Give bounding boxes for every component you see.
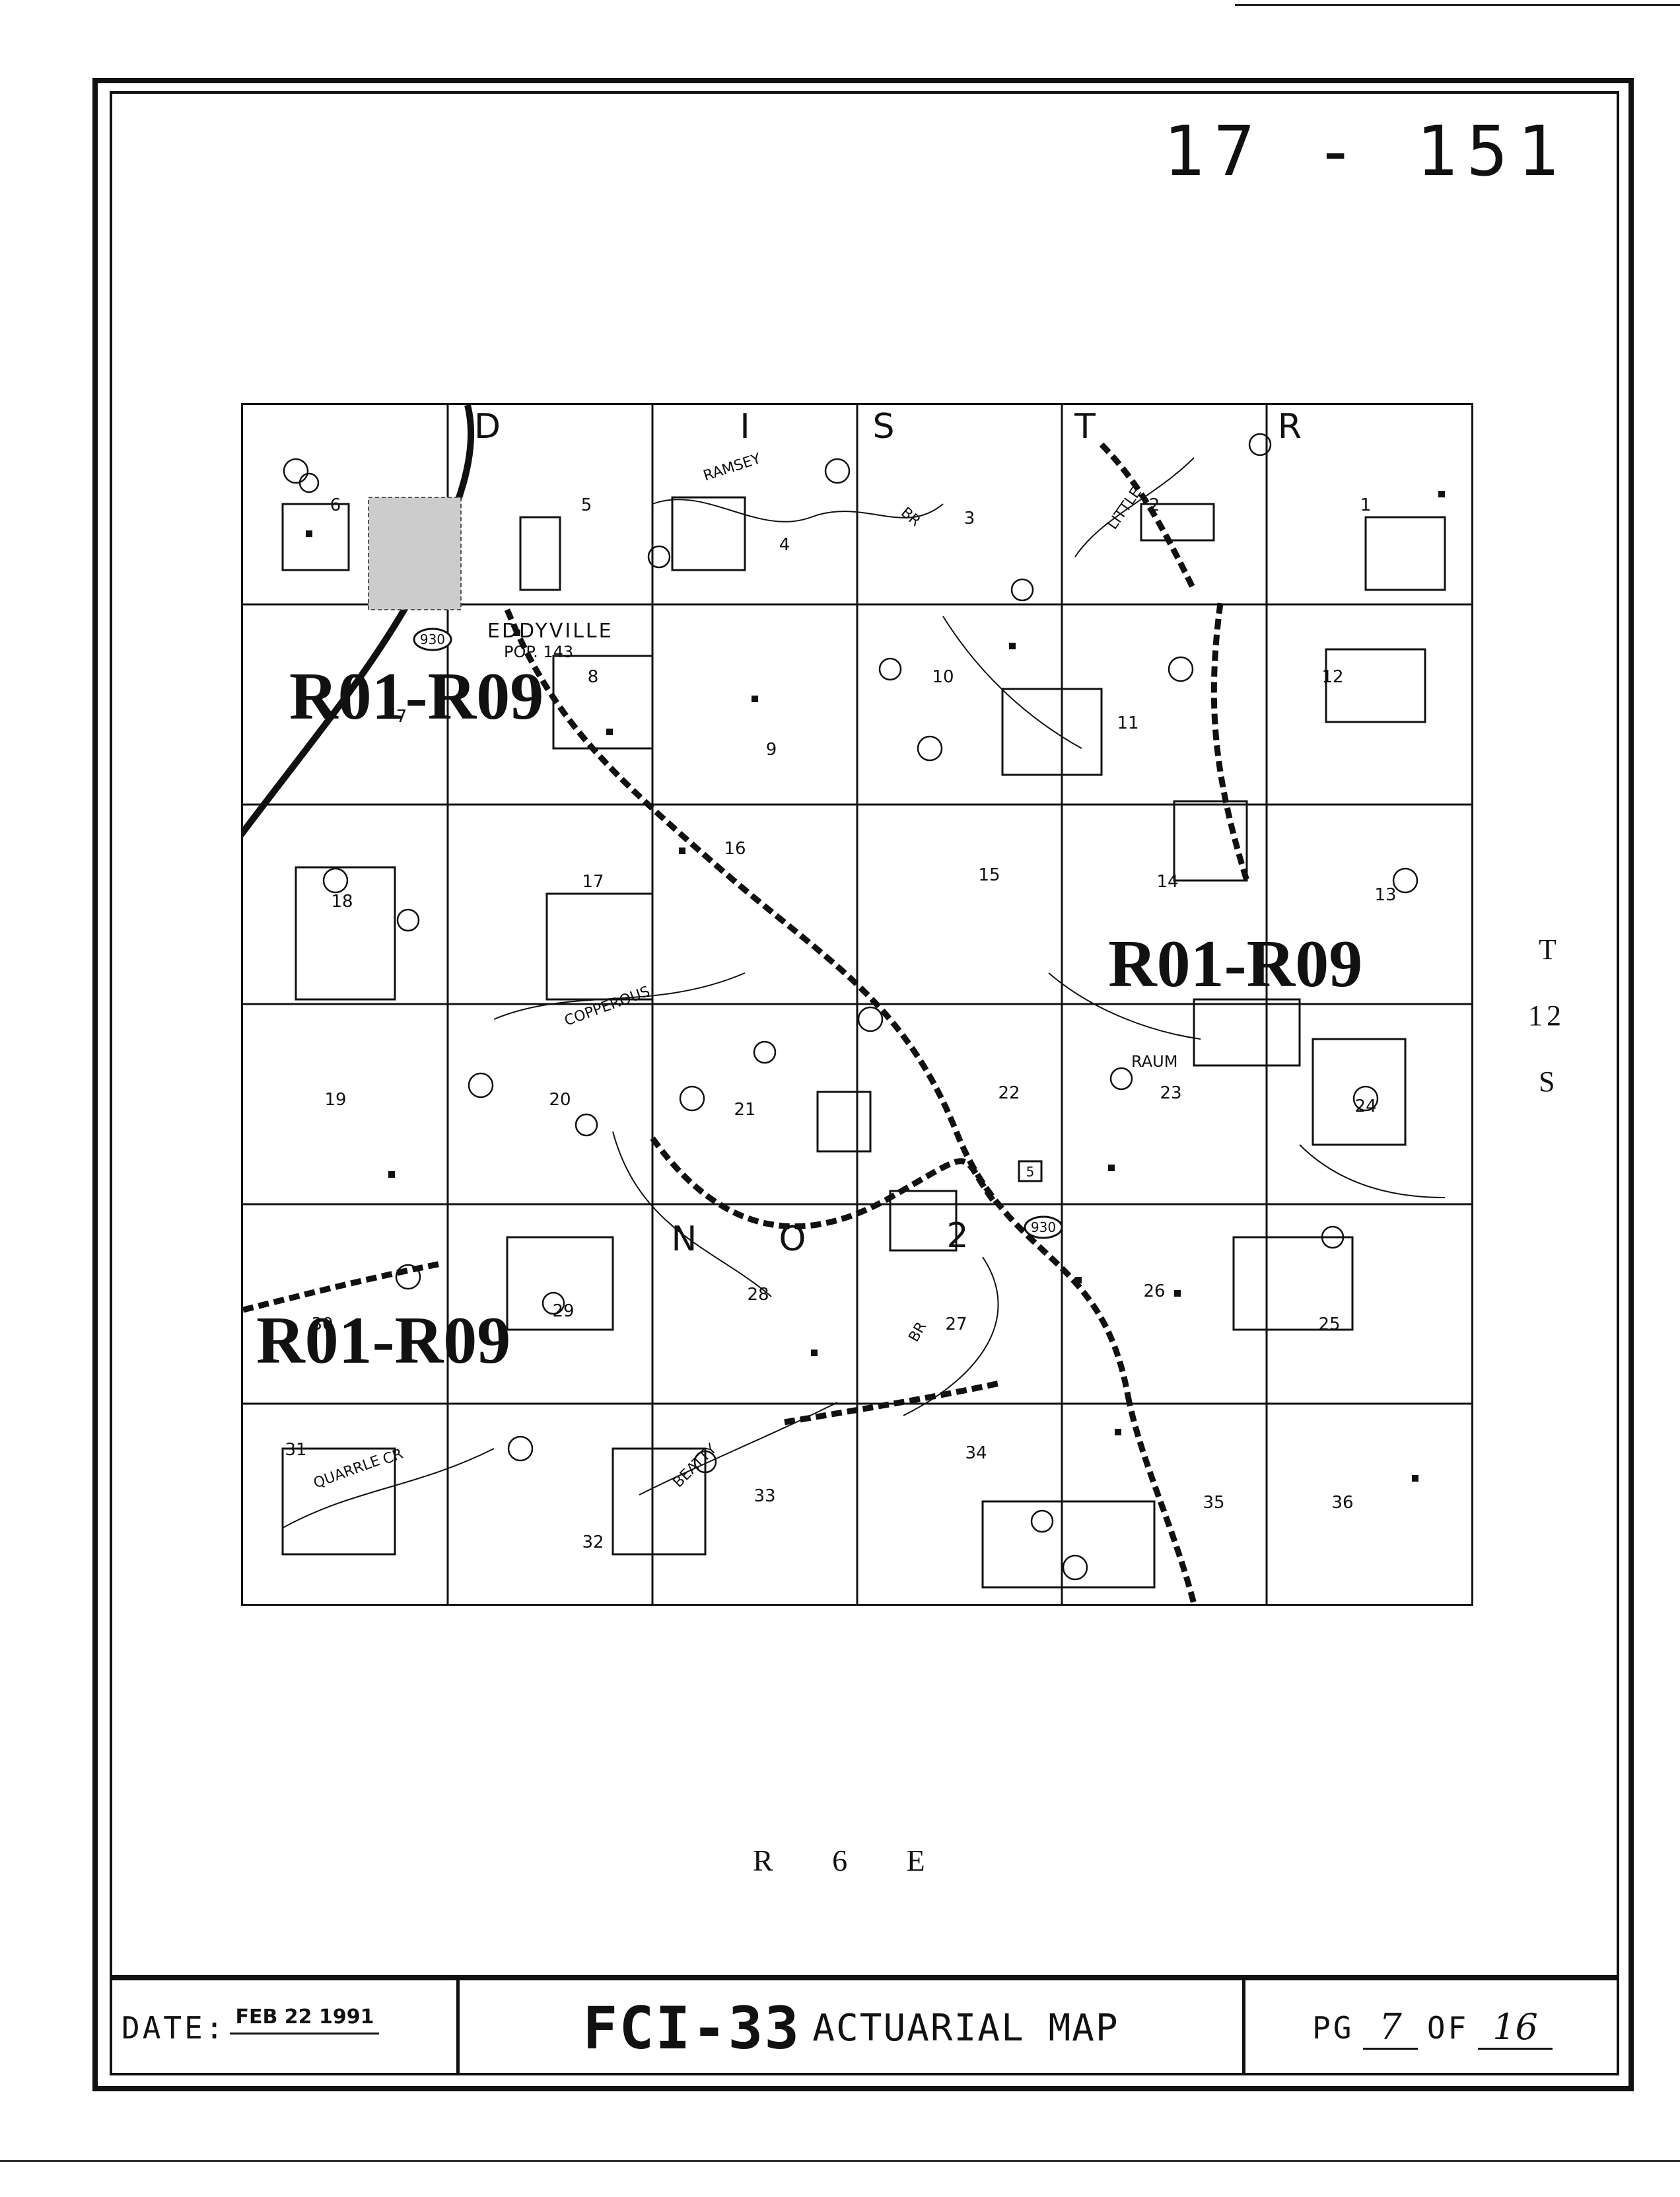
section-label-9: 9 [766,740,777,760]
roads [243,442,1250,1604]
township-map: 6 5 4 3 2 1 7 8 9 10 11 12 13 14 15 16 1… [241,403,1473,1606]
parcel-outlines [281,496,1446,1589]
sheet-number: 17 - 151 [1163,111,1568,192]
range-label: R 6 E [753,1844,928,1877]
section-label-6: 6 [330,495,341,515]
date-cell: DATE: FEB 22 1991 [110,1980,460,2075]
section-label-4: 4 [779,535,790,555]
sheet-outer-border [92,78,1634,2091]
date-label: DATE: [122,2010,227,2046]
form-title: ACTUARIAL MAP [812,2006,1119,2050]
town-eddyville-block [368,497,462,610]
township-direction: S [1539,1065,1559,1098]
water-label-br-north: BR [897,504,923,530]
section-label-8: 8 [588,667,599,687]
route-shield-930-east: 930 [1031,1219,1056,1235]
section-label-31: 31 [285,1440,306,1460]
structure-markers [306,491,1445,1482]
region-code-label-northwest: R01-R09 [289,659,543,734]
page-total: 16 [1478,2006,1553,2050]
region-code-labels: R01-R09 R01-R09 R01-R09 [256,659,1362,1378]
scan-top-edge-line [1235,4,1680,6]
place-label-raum: RAUM [1131,1052,1177,1071]
district-letters: D I S T R N O 2 [474,407,1302,1259]
water-label-ramsey: RAMSEY [701,450,763,485]
page-label: PG [1312,2010,1354,2046]
section-label-15: 15 [978,865,1000,885]
streams [282,457,1446,1529]
section-label-19: 19 [324,1090,346,1110]
section-label-20: 20 [549,1090,571,1110]
section-label-23: 23 [1160,1083,1181,1103]
sheet-inner-border [110,91,1619,2075]
section-label-30: 30 [311,1315,333,1334]
district-letter-2: 2 [946,1216,968,1256]
place-label-eddyville-population: POP. 143 [504,643,573,661]
district-letter-i: I [740,407,750,447]
section-label-21: 21 [734,1100,755,1120]
district-letter-o: O [779,1219,806,1259]
route-shields: 930 930 5 [413,628,1063,1239]
place-label-eddyville: EDDYVILLE [487,620,613,643]
township-letter: T [1539,933,1560,966]
section-label-13: 13 [1374,885,1396,905]
section-label-1: 1 [1360,495,1372,515]
section-label-3: 3 [964,509,975,528]
section-label-32: 32 [582,1532,604,1552]
section-label-10: 10 [932,667,954,687]
section-label-5: 5 [581,495,592,515]
region-code-label-southwest: R01-R09 [256,1303,510,1378]
district-letter-r: R [1278,407,1302,447]
section-label-17: 17 [582,872,604,892]
section-label-12: 12 [1321,667,1343,687]
section-label-22: 22 [998,1083,1020,1103]
section-label-35: 35 [1203,1493,1224,1513]
form-code: FCI-33 [582,1994,801,2062]
page-cell: PG 7 OF 16 [1245,1980,1619,2075]
section-label-33: 33 [753,1486,775,1506]
district-letter-s: S [872,407,894,447]
section-grid [243,405,1471,1604]
scan-bottom-edge-line [0,2160,1680,2162]
date-value-line: FEB 22 1991 [230,2005,380,2035]
district-letter-n: N [672,1219,697,1259]
section-labels: 6 5 4 3 2 1 7 8 9 10 11 12 13 14 15 16 1… [285,495,1396,1552]
section-label-18: 18 [331,892,353,912]
water-label-br-south: BR [906,1319,930,1345]
of-label: OF [1426,2010,1469,2046]
route-shield-930-west: 930 [420,631,445,647]
water-label-quarrle: QUARRLE [312,1453,382,1492]
section-label-27: 27 [945,1315,967,1334]
section-label-25: 25 [1318,1315,1340,1334]
section-label-26: 26 [1143,1281,1165,1301]
district-letter-d: D [474,407,501,447]
section-label-16: 16 [724,839,746,859]
section-label-28: 28 [747,1285,769,1305]
route-shield-5: 5 [1026,1164,1035,1180]
section-label-7: 7 [396,707,407,727]
title-block: DATE: FEB 22 1991 FCI-33 ACTUARIAL MAP P… [110,1975,1619,2075]
form-title-cell: FCI-33 ACTUARIAL MAP [460,1980,1245,2075]
section-label-36: 36 [1331,1493,1353,1513]
place-labels: EDDYVILLE POP. 143 RAUM [487,620,1177,1071]
section-label-14: 14 [1156,872,1178,892]
township-number: 12 [1528,999,1565,1032]
section-label-2: 2 [1149,495,1160,515]
date-value: FEB 22 1991 [235,2005,374,2029]
water-label-copperous: COPPEROUS [563,984,652,1030]
district-letter-t: T [1074,407,1096,447]
page-number: 7 [1363,2006,1418,2050]
region-code-label-east: R01-R09 [1108,927,1362,1001]
woodland-symbols [283,433,1418,1581]
section-label-11: 11 [1117,713,1138,733]
section-label-24: 24 [1354,1097,1376,1116]
section-label-29: 29 [552,1301,574,1321]
section-label-34: 34 [965,1443,987,1463]
highway-51 [243,405,475,838]
water-label-little: LITTLE [1104,485,1144,533]
map-drawing: 6 5 4 3 2 1 7 8 9 10 11 12 13 14 15 16 1… [243,405,1471,1604]
